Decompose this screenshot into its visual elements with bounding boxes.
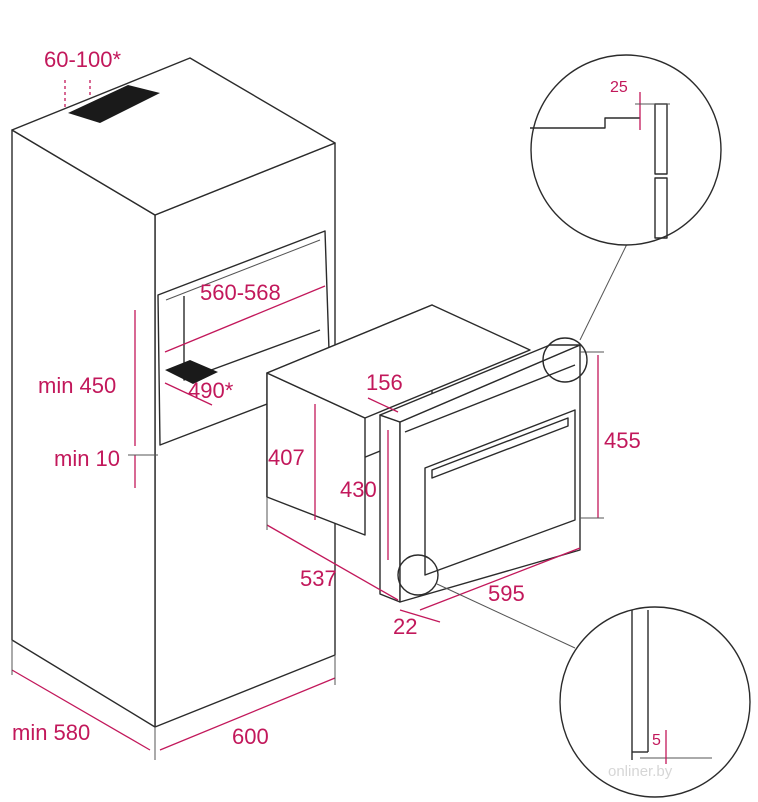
label-gap-bottom: min 10: [54, 446, 120, 471]
label-cabinet-depth: min 580: [12, 720, 90, 745]
cabinet-front: [11, 129, 156, 728]
label-depth-offset: 156: [366, 370, 403, 395]
niche-inner-edge: [165, 239, 321, 301]
label-bottom-vent: 490*: [188, 378, 234, 403]
detail-top: [530, 54, 722, 246]
bottom-vent-opening: [165, 360, 218, 384]
dimension-labels: 60-100* 560-568 490* min 450 min 10 min …: [12, 47, 661, 749]
label-niche-width: 560-568: [200, 280, 281, 305]
niche-inner-back: [183, 296, 321, 381]
label-top-vent: 60-100*: [44, 47, 122, 72]
oven-front-top: [379, 344, 581, 423]
oven-control-strip: [404, 364, 576, 433]
oven-door-handle: [431, 417, 569, 479]
label-cabinet-width: 600: [232, 724, 269, 749]
label-total-height: 455: [604, 428, 641, 453]
label-detail-top: 25: [610, 79, 628, 96]
oven-door-window: [424, 409, 576, 576]
top-vent-opening: [68, 85, 160, 123]
label-front-thickness: 22: [393, 614, 417, 639]
detail-marker-top: [542, 337, 588, 383]
watermark: onliner.by: [608, 763, 673, 780]
oven-front-side: [379, 414, 401, 603]
label-detail-bottom: 5: [652, 732, 661, 749]
detail-marker-bottom: [397, 554, 439, 596]
oven-body-top: [266, 304, 531, 419]
label-front-width: 595: [488, 581, 525, 606]
label-niche-height: min 450: [38, 373, 116, 398]
detail-bottom: [559, 606, 751, 798]
label-body-depth: 537: [300, 566, 337, 591]
dimensions: [11, 80, 604, 760]
label-front-height: 430: [340, 477, 377, 502]
oven: [266, 304, 581, 603]
label-body-height: 407: [268, 445, 305, 470]
detail-markers: [397, 241, 629, 649]
cabinet-top: [11, 57, 336, 216]
